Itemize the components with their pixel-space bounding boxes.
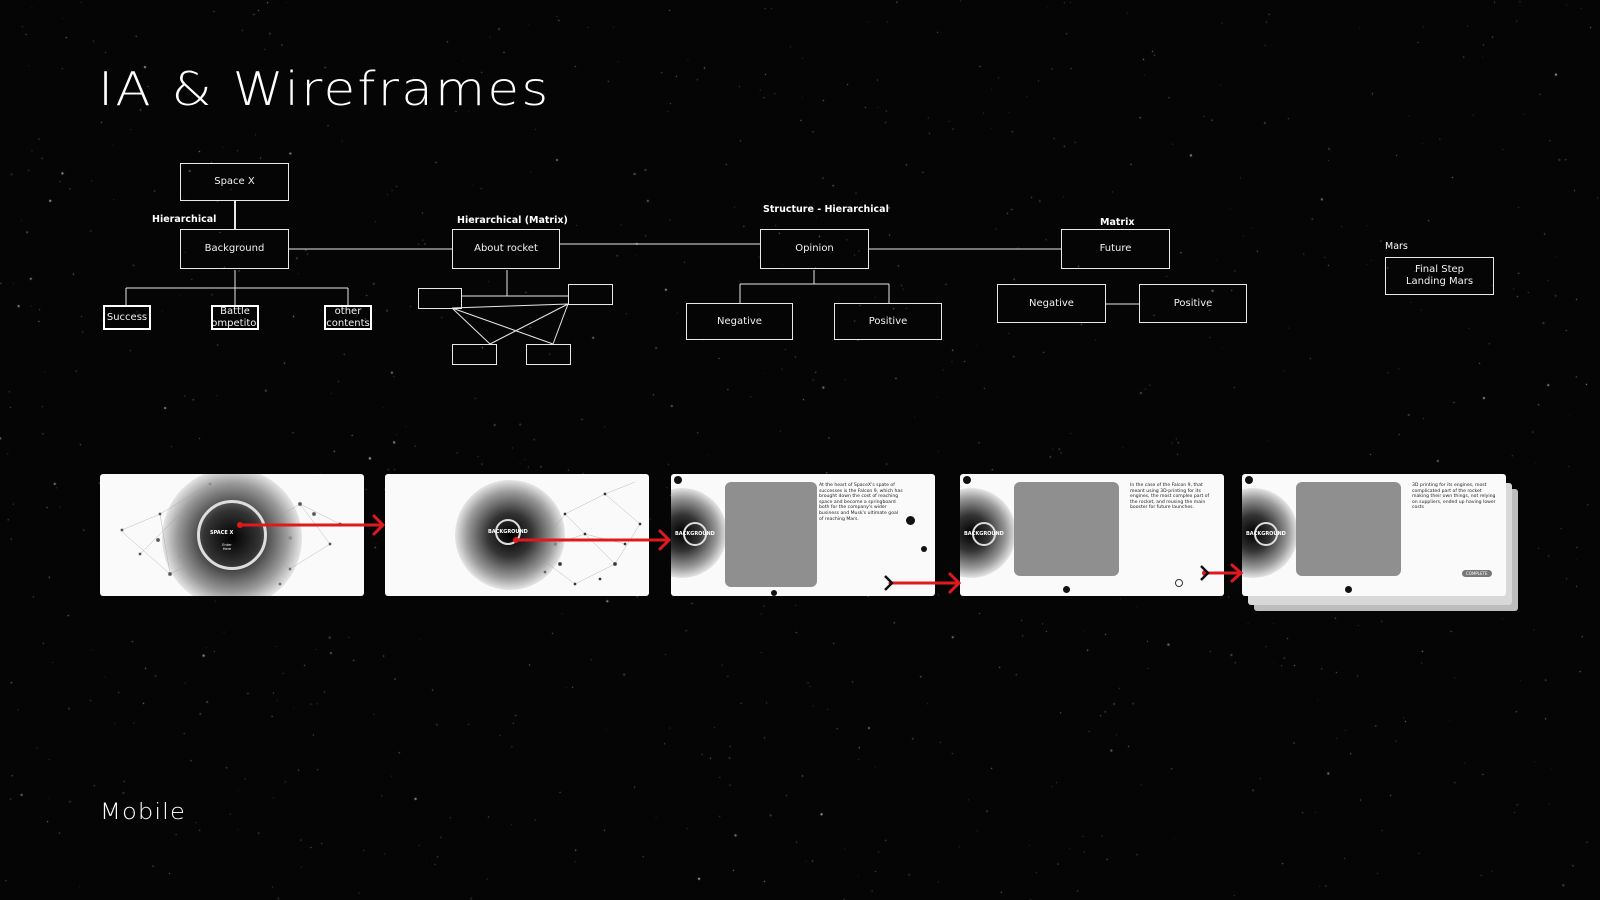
matrix-box-2 <box>568 284 613 305</box>
connector-opinion-children <box>739 270 890 303</box>
connector-rocket-matrix <box>451 303 569 345</box>
wireframe-screen-3: BACKGROUND At the heart of SpaceX's spat… <box>671 474 935 596</box>
wireframe-screen-4: BACKGROUND In the case of the Falcon 9, … <box>960 474 1224 596</box>
node-opinion-negative: Negative <box>686 303 793 340</box>
node-future-positive: Positive <box>1139 284 1247 323</box>
image-placeholder <box>1296 482 1401 576</box>
label-hierarchical: Hierarchical <box>152 214 217 225</box>
menu-dot[interactable] <box>674 476 682 484</box>
brand-label: SPACE X <box>210 530 234 536</box>
label-mars: Mars <box>1385 241 1408 252</box>
node-background: Background <box>180 229 289 269</box>
label-structure-hierarchical: Structure - Hierarchical <box>763 204 889 215</box>
complete-button[interactable]: COMPLETE <box>1462 570 1492 577</box>
section-subtitle: Mobile <box>100 800 186 825</box>
matrix-box-4 <box>526 344 571 365</box>
node-other-contents: other contents <box>324 305 372 330</box>
node-opinion: Opinion <box>760 229 869 269</box>
matrix-box-3 <box>452 344 497 365</box>
node-dot <box>1063 586 1070 593</box>
section-tag: BACKGROUND <box>488 529 528 535</box>
connector-rocket-children <box>462 270 568 297</box>
node-future-negative: Negative <box>997 284 1106 323</box>
node-final-step-landing-mars: Final Step Landing Mars <box>1385 257 1494 295</box>
page-title: IA & Wireframes <box>98 62 551 116</box>
body-text: 3D printing for its engines, most compli… <box>1412 483 1496 511</box>
node-opinion-positive: Positive <box>834 303 942 340</box>
planet-ring <box>683 522 707 546</box>
section-tag: BACKGROUND <box>675 531 715 537</box>
ia-connectors <box>125 200 1139 345</box>
wireframe-screen-2: BACKGROUND <box>385 474 649 596</box>
menu-dot[interactable] <box>963 476 971 484</box>
section-tag: BACKGROUND <box>1246 531 1286 537</box>
planet-ring <box>495 519 521 545</box>
node-dot <box>921 546 927 552</box>
planet-ring <box>197 500 267 570</box>
node-future: Future <box>1061 229 1170 269</box>
body-text: In the case of the Falcon 9, that meant … <box>1130 483 1210 511</box>
node-dot <box>1175 579 1183 587</box>
enter-hint[interactable]: Enter Here <box>222 543 232 551</box>
wireframe-screen-1: SPACE X Enter Here <box>100 474 364 596</box>
connector-background-children <box>125 270 349 305</box>
menu-dot[interactable] <box>1245 476 1253 484</box>
planet-ring <box>1254 522 1278 546</box>
node-dot <box>906 516 915 525</box>
label-matrix: Matrix <box>1100 217 1135 228</box>
wireframe-screen-5: BACKGROUND 3D printing for its engines, … <box>1242 474 1506 596</box>
image-placeholder <box>725 482 817 587</box>
image-placeholder <box>1014 482 1119 576</box>
label-hierarchical-matrix: Hierarchical (Matrix) <box>457 215 568 226</box>
matrix-box-1 <box>418 288 462 309</box>
node-success: Success <box>103 305 151 330</box>
node-space-x: Space X <box>180 163 289 201</box>
body-text: At the heart of SpaceX's spate of succes… <box>819 483 903 522</box>
node-battle-competitors: Battle Competitors <box>211 305 259 330</box>
node-dot <box>1345 586 1352 593</box>
planet-ring <box>972 522 996 546</box>
node-dot <box>771 590 777 596</box>
section-tag: BACKGROUND <box>964 531 1004 537</box>
node-about-rocket: About rocket <box>452 229 560 269</box>
